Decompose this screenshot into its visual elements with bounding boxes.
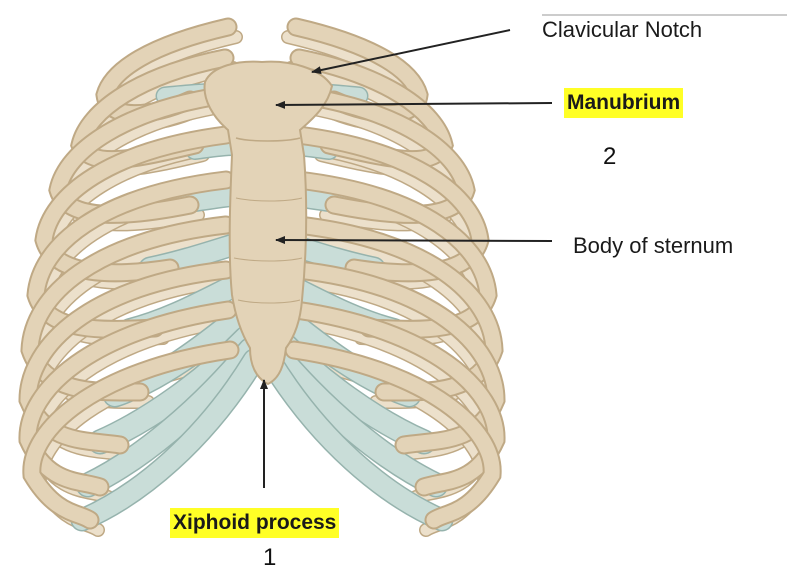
sternebra-line-1 [235, 197, 303, 202]
sternebra-line-3 [237, 299, 301, 304]
costal-cartilage-right-8 [263, 339, 447, 496]
leader-body-of-sternum [275, 236, 553, 245]
anterior-ribs [18, 17, 506, 530]
sternebra-line-2 [233, 257, 303, 262]
leader-clavicular-notch [311, 29, 511, 75]
rib-right-5 [290, 172, 496, 337]
xiphoid-number: 1 [263, 544, 277, 571]
rib-left-4 [36, 127, 234, 281]
leader-manubrium [275, 100, 553, 109]
sternal-angle [235, 137, 301, 142]
rib-left-9 [24, 342, 238, 528]
costal-cartilage-left-8 [77, 339, 261, 496]
costal-cartilage-right-9 [260, 350, 452, 530]
sternum-shape [203, 60, 334, 386]
rib-left-8 [20, 302, 236, 495]
rib-right-3 [291, 87, 474, 222]
sternum [203, 60, 334, 386]
rib-right-4 [290, 127, 488, 281]
rib-left-3 [50, 87, 233, 222]
rib-left-7 [20, 262, 234, 453]
label-xiphoid-process: Xiphoid process [170, 508, 340, 538]
leader-lines [260, 14, 787, 488]
rib-right-8 [288, 302, 504, 495]
label-manubrium: Manubrium [564, 88, 684, 118]
rib-left-5 [28, 172, 234, 337]
label-body-of-sternum: Body of sternum [573, 233, 734, 258]
manubrium-number: 2 [603, 143, 617, 170]
rib-right-7 [290, 262, 504, 453]
label-clavicular-notch: Clavicular Notch [542, 17, 703, 42]
rib-right-9 [286, 342, 500, 528]
costal-cartilage-left-9 [72, 350, 264, 530]
